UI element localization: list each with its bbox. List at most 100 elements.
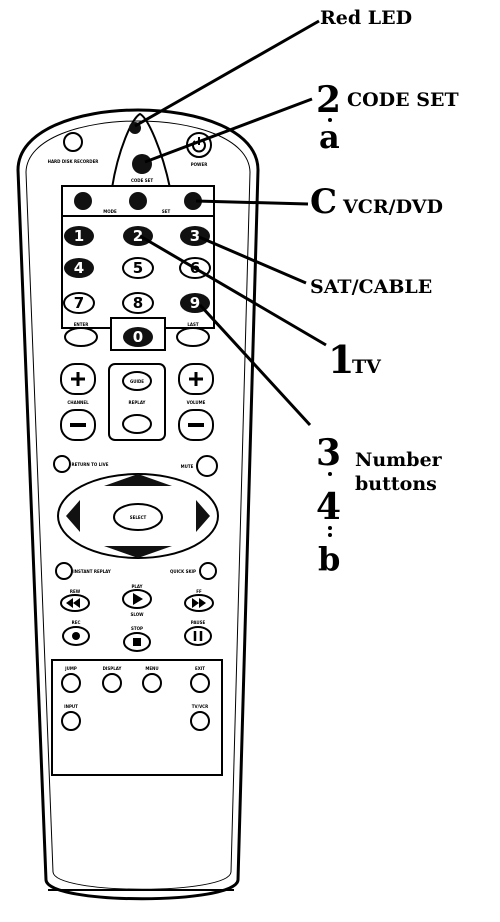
enter-label: ENTER <box>74 322 89 327</box>
digit-2-label: 2 <box>133 227 143 245</box>
callout-number-step-a: 3 <box>316 432 341 474</box>
slow-label: SLOW <box>130 612 144 617</box>
down-arrow-icon[interactable] <box>104 546 172 558</box>
callout-number-step-b: 4 <box>316 486 341 528</box>
mode-sat-cable-button[interactable] <box>129 192 147 210</box>
input-button[interactable] <box>61 711 81 731</box>
stop-icon <box>133 638 141 646</box>
return-to-live-label: RETURN TO LIVE <box>72 462 109 467</box>
quick-skip-button[interactable] <box>199 562 217 580</box>
replay-button[interactable] <box>122 414 152 434</box>
leader-vcr-dvd <box>195 199 309 206</box>
callout-code-set-dot <box>328 118 332 122</box>
select-label: SELECT <box>130 515 147 520</box>
quick-skip-label: QUICK SKIP <box>170 569 196 574</box>
up-arrow-icon[interactable] <box>104 474 172 486</box>
plus-icon <box>189 372 203 386</box>
digit-4-button[interactable] <box>64 258 94 278</box>
digit-2-button[interactable] <box>123 226 153 246</box>
callout-number-label-1: Number <box>355 449 443 471</box>
callout-number-dot-2 <box>328 526 332 530</box>
callout-number-label-2: buttons <box>355 473 437 495</box>
jump-button[interactable] <box>61 673 81 693</box>
play-label: PLAY <box>131 584 142 589</box>
pause-label: PAUSE <box>191 620 206 625</box>
display-label: DISPLAY <box>103 666 122 671</box>
digit-0-label: 0 <box>133 328 143 346</box>
instant-replay-label: INSTANT REPLAY <box>73 569 111 574</box>
rew-label: REW <box>70 589 81 594</box>
leader-code-set <box>144 97 313 164</box>
callout-number-dot-3 <box>328 533 332 537</box>
jump-label: JUMP <box>64 666 77 671</box>
hard-disk-recorder-label: HARD DISK RECORDER <box>48 159 99 164</box>
callout-number-dot-1 <box>328 472 332 476</box>
digit-8-label: 8 <box>133 294 143 312</box>
mute-label: MUTE <box>181 464 194 469</box>
digit-7-button[interactable] <box>63 292 95 314</box>
callout-number-step-sub: b <box>318 540 340 578</box>
set-label: SET <box>162 209 171 214</box>
callout-code-set-number: 2 <box>316 79 341 121</box>
tv-vcr-label: TV/VCR <box>192 704 208 709</box>
guide-button[interactable] <box>122 371 152 391</box>
enter-button[interactable] <box>64 327 98 347</box>
code-set-button[interactable] <box>132 154 152 174</box>
left-arrow-icon[interactable] <box>66 500 80 532</box>
channel-label: CHANNEL <box>67 400 89 405</box>
digit-9-label: 9 <box>190 294 200 312</box>
hard-disk-recorder-button[interactable] <box>63 132 83 152</box>
rewind-icon <box>66 598 80 608</box>
select-button[interactable] <box>113 503 163 531</box>
exit-button[interactable] <box>190 673 210 693</box>
leader-sat-cable <box>198 235 307 285</box>
digit-5-label: 5 <box>133 259 143 277</box>
plus-icon <box>71 372 85 386</box>
replay-label: REPLAY <box>129 400 146 405</box>
leader-lines <box>134 19 327 427</box>
digit-1-label: 1 <box>74 227 84 245</box>
digit-7-label: 7 <box>74 294 84 312</box>
digit-1-button[interactable] <box>64 226 94 246</box>
volume-label: VOLUME <box>187 400 206 405</box>
digit-3-label: 3 <box>190 227 200 245</box>
code-set-label: CODE SET <box>131 178 153 183</box>
pause-icon <box>193 631 203 641</box>
mode-vcr-dvd-button[interactable] <box>184 192 202 210</box>
digit-5-button[interactable] <box>122 257 154 279</box>
mode-tv-button[interactable] <box>74 192 92 210</box>
menu-button[interactable] <box>142 673 162 693</box>
last-button[interactable] <box>176 327 210 347</box>
leader-number-buttons <box>198 303 312 427</box>
remote-body-inner-edge <box>25 120 251 890</box>
display-button[interactable] <box>102 673 122 693</box>
fast-forward-icon <box>192 598 206 608</box>
input-label: INPUT <box>64 704 78 709</box>
power-label: POWER <box>191 162 208 167</box>
digit-3-button[interactable] <box>180 226 210 246</box>
mode-label: MODE <box>103 209 117 214</box>
mute-button[interactable] <box>196 455 218 477</box>
callout-vcr-letter: C <box>310 182 337 222</box>
pause-button[interactable] <box>184 626 212 646</box>
last-label: LAST <box>187 322 199 327</box>
tv-vcr-button[interactable] <box>190 711 210 731</box>
menu-label: MENU <box>145 666 158 671</box>
exit-label: EXIT <box>195 666 205 671</box>
record-icon <box>72 632 80 640</box>
callout-tv-label: TV <box>352 356 382 378</box>
digit-8-button[interactable] <box>122 292 154 314</box>
callout-code-set-step: a <box>319 118 340 156</box>
right-arrow-icon[interactable] <box>196 500 210 532</box>
return-to-live-button[interactable] <box>53 455 71 473</box>
ff-label: FF <box>196 589 202 594</box>
instant-replay-button[interactable] <box>55 562 73 580</box>
leader-tv <box>139 234 327 347</box>
digit-0-button[interactable] <box>123 327 153 347</box>
callout-sat-cable: SAT/CABLE <box>310 276 432 298</box>
callout-code-set-label: CODE SET <box>347 89 459 111</box>
rec-label: REC <box>72 620 81 625</box>
guide-label: GUIDE <box>130 379 144 384</box>
callout-red-led: Red LED <box>320 7 412 29</box>
